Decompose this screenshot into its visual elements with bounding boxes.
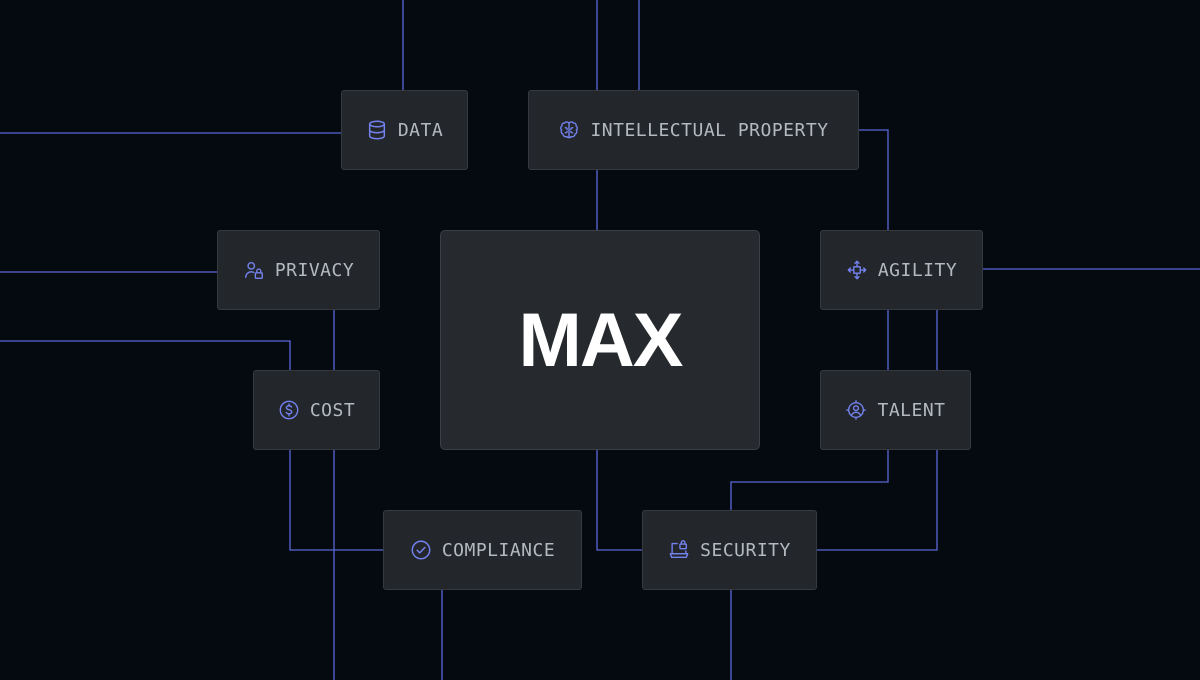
connector-line	[816, 450, 938, 551]
dollar-circle-icon	[278, 399, 300, 421]
max-logo: MAX	[519, 305, 686, 375]
node-security: SECURITY	[642, 510, 817, 590]
node-label: AGILITY	[877, 259, 958, 281]
node-label: SECURITY	[700, 539, 791, 561]
connector-line	[289, 450, 383, 551]
check-circle-icon	[410, 539, 432, 561]
node-label: COMPLIANCE	[441, 539, 556, 561]
node-label: INTELLECTUAL PROPERTY	[590, 119, 829, 141]
laptop-lock-icon	[668, 539, 690, 561]
node-cost: COST	[253, 370, 380, 450]
user-target-icon	[845, 399, 867, 421]
max-wordmark: MAX	[519, 305, 684, 375]
max-center-node: MAX	[440, 230, 760, 450]
node-compliance: COMPLIANCE	[383, 510, 582, 590]
node-privacy: PRIVACY	[217, 230, 380, 310]
node-talent: TALENT	[820, 370, 971, 450]
node-label: TALENT	[877, 399, 946, 421]
connector-line	[730, 450, 889, 510]
node-data: DATA	[341, 90, 468, 170]
node-label: COST	[309, 399, 356, 421]
connector-line	[0, 340, 291, 370]
connector-line	[858, 129, 889, 230]
database-icon	[366, 119, 388, 141]
node-agility: AGILITY	[820, 230, 983, 310]
node-label: DATA	[397, 119, 444, 141]
node-intellectual-property: INTELLECTUAL PROPERTY	[528, 90, 859, 170]
node-label: PRIVACY	[274, 259, 355, 281]
user-lock-icon	[243, 259, 265, 281]
connector-line	[596, 450, 642, 551]
brain-icon	[558, 119, 580, 141]
move-arrows-icon	[846, 259, 868, 281]
